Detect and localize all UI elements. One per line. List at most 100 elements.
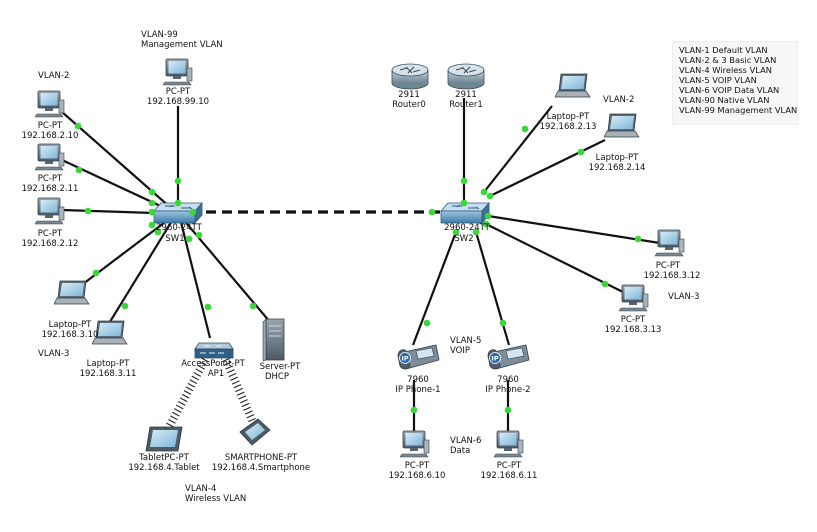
pc4-type: PC-PT	[655, 261, 681, 271]
pc7-type: PC-PT	[496, 461, 522, 471]
ipphone2-name: IP Phone-2	[485, 385, 531, 395]
link-laptop3	[483, 105, 553, 193]
ip-phone-1-icon[interactable]	[397, 344, 440, 370]
port-dot	[577, 148, 585, 156]
laptop3-icon[interactable]	[555, 73, 591, 98]
port-dot	[148, 188, 156, 196]
router0-icon[interactable]	[391, 63, 429, 90]
zone-desc-vlan6: Data	[450, 446, 471, 456]
mgmt-pc-icon[interactable]	[163, 58, 193, 86]
port-dot	[452, 228, 460, 236]
port-dot	[482, 220, 490, 228]
ipphone2-model: 7960	[497, 375, 519, 385]
link-ipphone1	[411, 231, 458, 346]
port-dot	[499, 319, 507, 327]
ip-phone-2-icon[interactable]	[487, 344, 530, 370]
legend-entry: VLAN-6 VOIP Data VLAN	[679, 85, 780, 95]
link-pc4	[487, 214, 661, 245]
legend-entry: VLAN-1 Default VLAN	[679, 45, 768, 55]
laptop4-type: Laptop-PT	[595, 153, 639, 163]
laptop1-icon[interactable]	[54, 280, 90, 305]
wireless-link-smartphone	[222, 357, 256, 423]
pc4-icon[interactable]	[655, 229, 685, 257]
pc2-icon[interactable]	[35, 143, 65, 171]
port-dot	[521, 125, 529, 133]
port-dot	[601, 280, 609, 288]
link-laptop4	[489, 139, 606, 197]
pc3-type: PC-PT	[37, 229, 63, 239]
port-dot	[480, 188, 488, 196]
port-dot	[84, 207, 92, 215]
zone-label-vlan2-right: VLAN-2	[603, 95, 635, 105]
server-type: Server-PT	[259, 362, 301, 372]
ipphone1-model: 7960	[407, 375, 429, 385]
access-point-icon[interactable]	[194, 342, 234, 359]
pc1-icon[interactable]	[35, 90, 65, 118]
smartphone-ip: 192.168.4.Smartphone	[211, 463, 311, 473]
link-pc5	[485, 223, 626, 294]
pc6-type: PC-PT	[404, 461, 430, 471]
vlan-legend: VLAN-1 Default VLAN VLAN-2 & 3 Basic VLA…	[672, 41, 798, 125]
smartphone-icon[interactable]	[239, 418, 271, 446]
port-dot	[174, 177, 182, 185]
port-dot	[460, 177, 468, 185]
switch-sw2-model: 2960-24TT	[444, 223, 490, 233]
pc3-ip: 192.168.2.12	[21, 239, 79, 249]
pc5-type: PC-PT	[620, 315, 646, 325]
port-dot	[504, 406, 512, 414]
pc5-icon[interactable]	[619, 284, 649, 312]
link-server	[181, 217, 271, 323]
pc2-ip: 192.168.2.11	[21, 184, 79, 194]
laptop4-icon[interactable]	[604, 113, 640, 138]
smartphone-type: SMARTPHONE-PT	[224, 453, 298, 463]
port-dot	[486, 192, 494, 200]
laptop3-type: Laptop-PT	[546, 112, 590, 122]
zone-label-vlan4: VLAN-4	[185, 484, 217, 494]
port-dot	[472, 228, 480, 236]
port-dot	[484, 212, 492, 220]
zone-desc-vlan99: Management VLAN	[141, 40, 223, 50]
link-laptop2	[107, 217, 175, 326]
switch-sw2-name: SW2	[454, 234, 474, 244]
port-dot	[148, 199, 156, 207]
zone-label-vlan3-left: VLAN-3	[38, 349, 70, 359]
port-dot	[634, 235, 642, 243]
zone-desc-vlan5: VOIP	[450, 346, 470, 356]
laptop4-ip: 192.168.2.14	[588, 163, 646, 173]
port-dot	[174, 199, 182, 207]
pc1-ip: 192.168.2.10	[21, 131, 79, 141]
legend-entry: VLAN-90 Native VLAN	[679, 95, 770, 105]
port-dot	[74, 122, 82, 130]
pc7-ip: 192.168.6.11	[480, 471, 538, 481]
ap-type: AccessPoint-PT	[181, 359, 245, 369]
port-dot	[249, 302, 257, 310]
tablet-type: TabletPC-PT	[139, 453, 189, 463]
switch-sw1-model: 2960-24TT	[156, 223, 202, 233]
port-dot	[121, 302, 129, 310]
mgmt-pc-ip: 192.168.99.10	[146, 97, 210, 107]
port-dot	[460, 199, 468, 207]
router0-model: 2911	[398, 90, 420, 100]
port-dot	[92, 269, 100, 277]
zone-label-vlan5: VLAN-5	[450, 336, 482, 346]
router0-name: Router0	[392, 100, 426, 110]
pc6-icon[interactable]	[400, 430, 430, 458]
server-icon[interactable]	[262, 318, 285, 362]
pc7-icon[interactable]	[494, 430, 524, 458]
tablet-ip: 192.168.4.Tablet	[128, 463, 200, 473]
router1-icon[interactable]	[447, 63, 485, 90]
laptop1-ip: 192.168.3.10	[41, 330, 99, 340]
port-dot	[428, 208, 436, 216]
port-dot	[195, 231, 203, 239]
pc5-ip: 192.168.3.13	[604, 325, 662, 335]
pc2-type: PC-PT	[37, 174, 63, 184]
link-laptop1	[74, 215, 174, 291]
tablet-icon[interactable]	[145, 426, 183, 452]
ap-name: AP1	[207, 369, 225, 379]
pc3-icon[interactable]	[35, 197, 65, 225]
laptop1-type: Laptop-PT	[48, 320, 92, 330]
zone-label-vlan3-right: VLAN-3	[668, 292, 700, 302]
legend-entry: VLAN-2 & 3 Basic VLAN	[679, 55, 777, 65]
port-dot	[154, 228, 162, 236]
port-dot	[148, 208, 156, 216]
